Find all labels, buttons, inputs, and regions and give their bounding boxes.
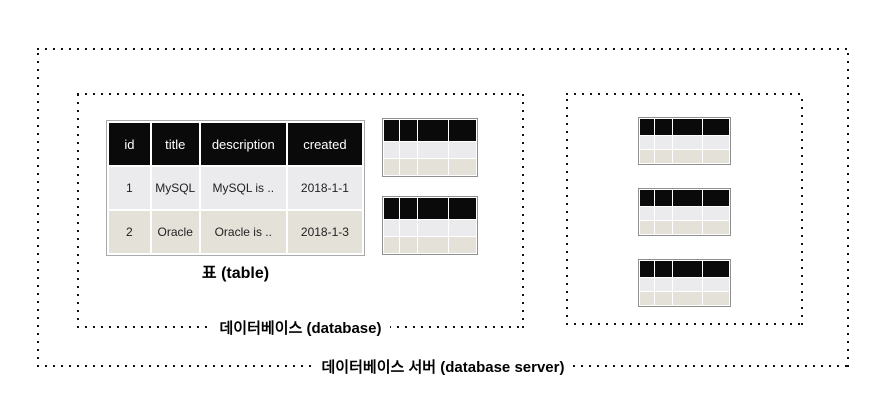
database-server-label: 데이터베이스 서버 (database server) xyxy=(313,357,573,377)
table-cell: Oracle xyxy=(151,211,199,253)
table-cell: MySQL is .. xyxy=(200,167,286,209)
table-cell: 2018-1-1 xyxy=(287,167,362,209)
mini-table xyxy=(638,259,731,307)
table-cell: MySQL xyxy=(151,167,199,209)
database-box-right xyxy=(566,93,803,325)
mini-table xyxy=(638,188,731,236)
column-header: id xyxy=(109,123,150,165)
mini-table xyxy=(382,196,478,255)
column-header: created xyxy=(287,123,362,165)
column-header: title xyxy=(151,123,199,165)
table-cell: 2018-1-3 xyxy=(287,211,362,253)
left-mini-tables xyxy=(382,118,478,255)
database-label: 데이터베이스 (database) xyxy=(211,318,390,338)
column-header: description xyxy=(200,123,286,165)
mini-table xyxy=(382,118,478,177)
table-cell: 2 xyxy=(109,211,150,253)
table-caption: 표 (table) xyxy=(201,265,270,282)
table-cell: 1 xyxy=(109,167,150,209)
right-mini-tables xyxy=(638,117,731,307)
mini-table xyxy=(638,117,731,165)
table-cell: Oracle is .. xyxy=(200,211,286,253)
